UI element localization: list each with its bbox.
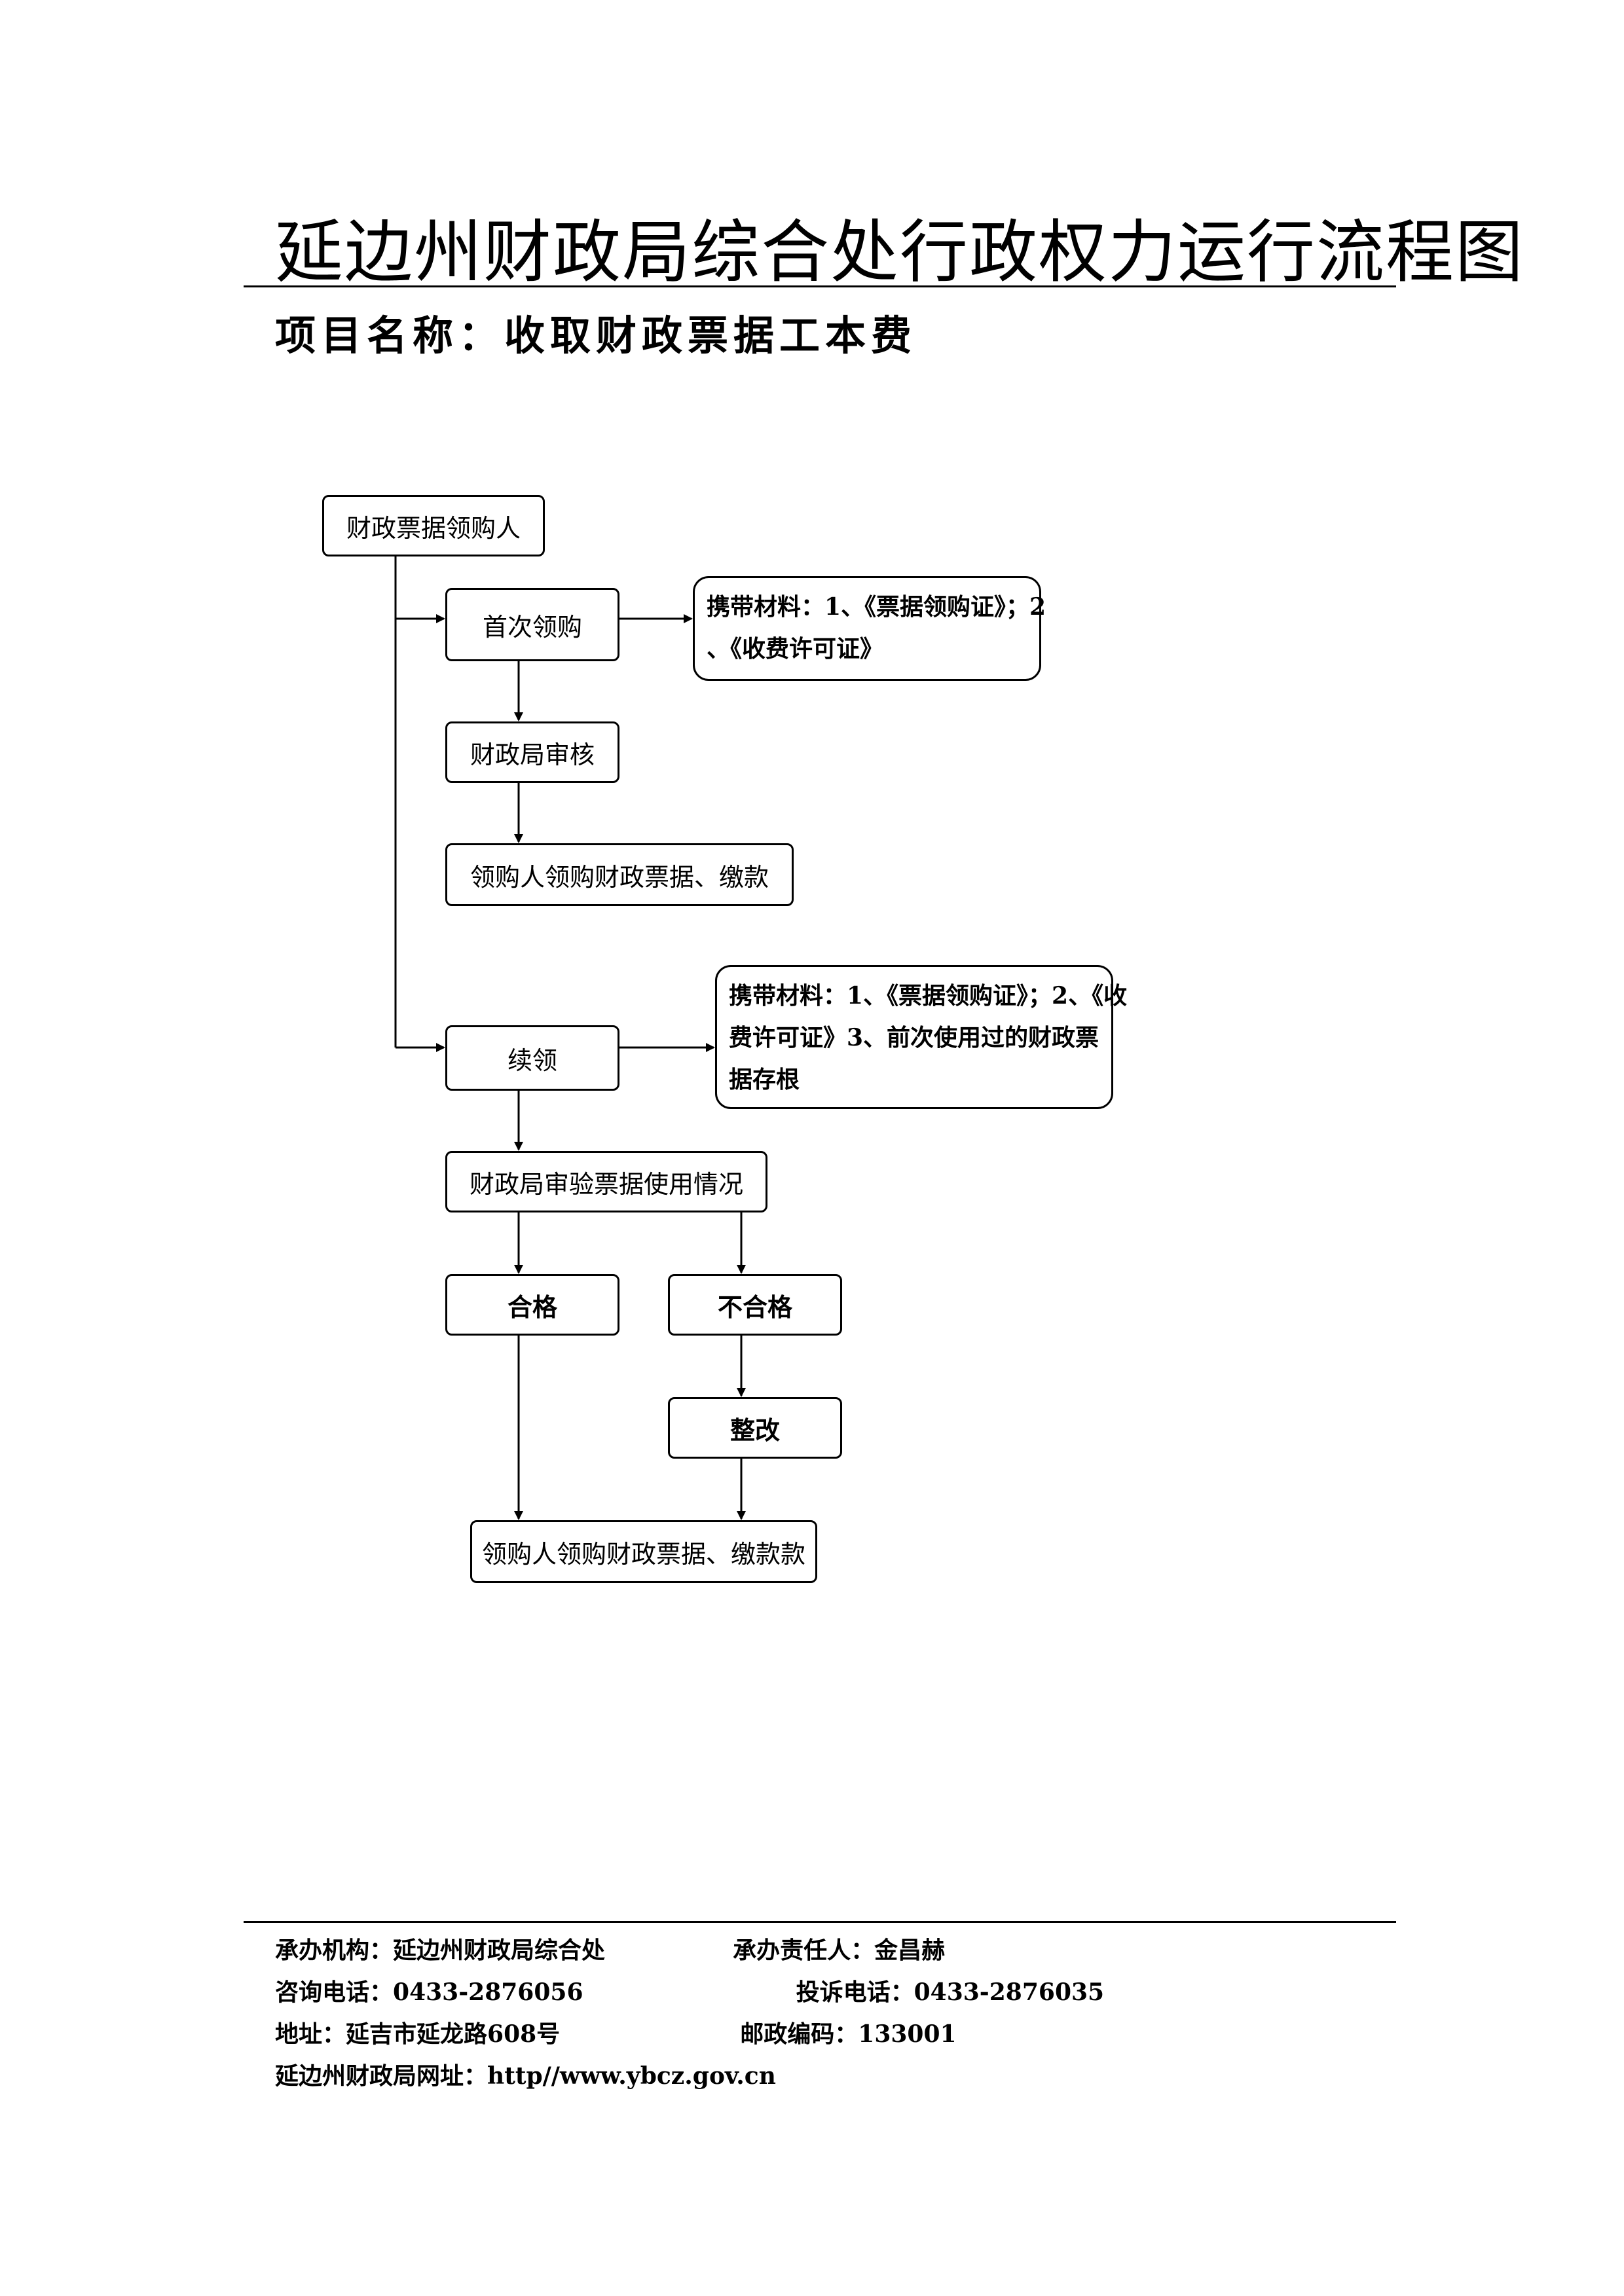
footer-row-2: 咨询电话：0433-2876056 投诉电话：0433-2876035 (275, 1973, 1104, 2007)
node-qualified: 合格 (445, 1274, 619, 1336)
org-label: 承办机构： (275, 1937, 394, 1964)
website-label: 延边州财政局网址： (275, 2062, 488, 2090)
consult-label: 咨询电话： (275, 1978, 394, 2006)
node-start: 财政票据领购人 (322, 495, 545, 556)
node-rectify: 整改 (668, 1397, 842, 1459)
page-title: 延边州财政局综合处行政权力运行流程图 (275, 212, 1525, 292)
postcode-value: 133001 (858, 2020, 957, 2048)
first-note-line2: 、《收费许可证》 (707, 635, 884, 663)
node-finance-review: 财政局审核 (445, 721, 619, 783)
first-materials-note: 携带材料：1、《票据领购证》；2 、《收费许可证》 (693, 576, 1046, 681)
complaint-value: 0433-2876035 (913, 1978, 1105, 2006)
footer-row-1: 承办机构：延边州财政局综合处 承办责任人：金昌赫 (275, 1931, 945, 1965)
node-first-purchase: 首次领购 (445, 588, 619, 661)
renew-note-line3: 据存根 (729, 1066, 800, 1093)
org-value: 延边州财政局综合处 (393, 1937, 606, 1964)
person-label: 承办责任人： (733, 1937, 875, 1964)
consult-value: 0433-2876056 (393, 1978, 583, 2006)
first-note-line1: 携带材料：1、《票据领购证》；2 (707, 593, 1046, 621)
footer-rule (244, 1921, 1396, 1923)
address-value: 延吉市延龙路608号 (346, 2020, 561, 2048)
footer-row-3: 地址：延吉市延龙路608号 邮政编码：133001 (275, 2015, 957, 2049)
person-value: 金昌赫 (874, 1937, 946, 1964)
node-renewal: 续领 (445, 1025, 619, 1091)
website-value[interactable]: http//www.ybcz.gov.cn (487, 2062, 776, 2090)
node-usage-check: 财政局审验票据使用情况 (445, 1151, 767, 1212)
title-rule (244, 285, 1396, 287)
project-name: 项目名称：收取财政票据工本费 (275, 312, 917, 359)
renew-materials-note: 携带材料：1、《票据领购证》；2、《收 费许可证》3、前次使用过的财政票 据存根 (715, 965, 1128, 1109)
node-buy-pay-2: 领购人领购财政票据、缴款款 (470, 1520, 817, 1583)
renew-note-line2: 费许可证》3、前次使用过的财政票 (729, 1024, 1099, 1051)
node-buy-pay-1: 领购人领购财政票据、缴款 (445, 843, 794, 906)
footer-row-4: 延边州财政局网址：http//www.ybcz.gov.cn (275, 2057, 776, 2091)
node-unqualified: 不合格 (668, 1274, 842, 1336)
address-label: 地址： (275, 2020, 346, 2048)
postcode-label: 邮政编码： (740, 2020, 858, 2048)
renew-note-line1: 携带材料：1、《票据领购证》；2、《收 (729, 982, 1128, 1010)
complaint-label: 投诉电话： (796, 1978, 914, 2006)
